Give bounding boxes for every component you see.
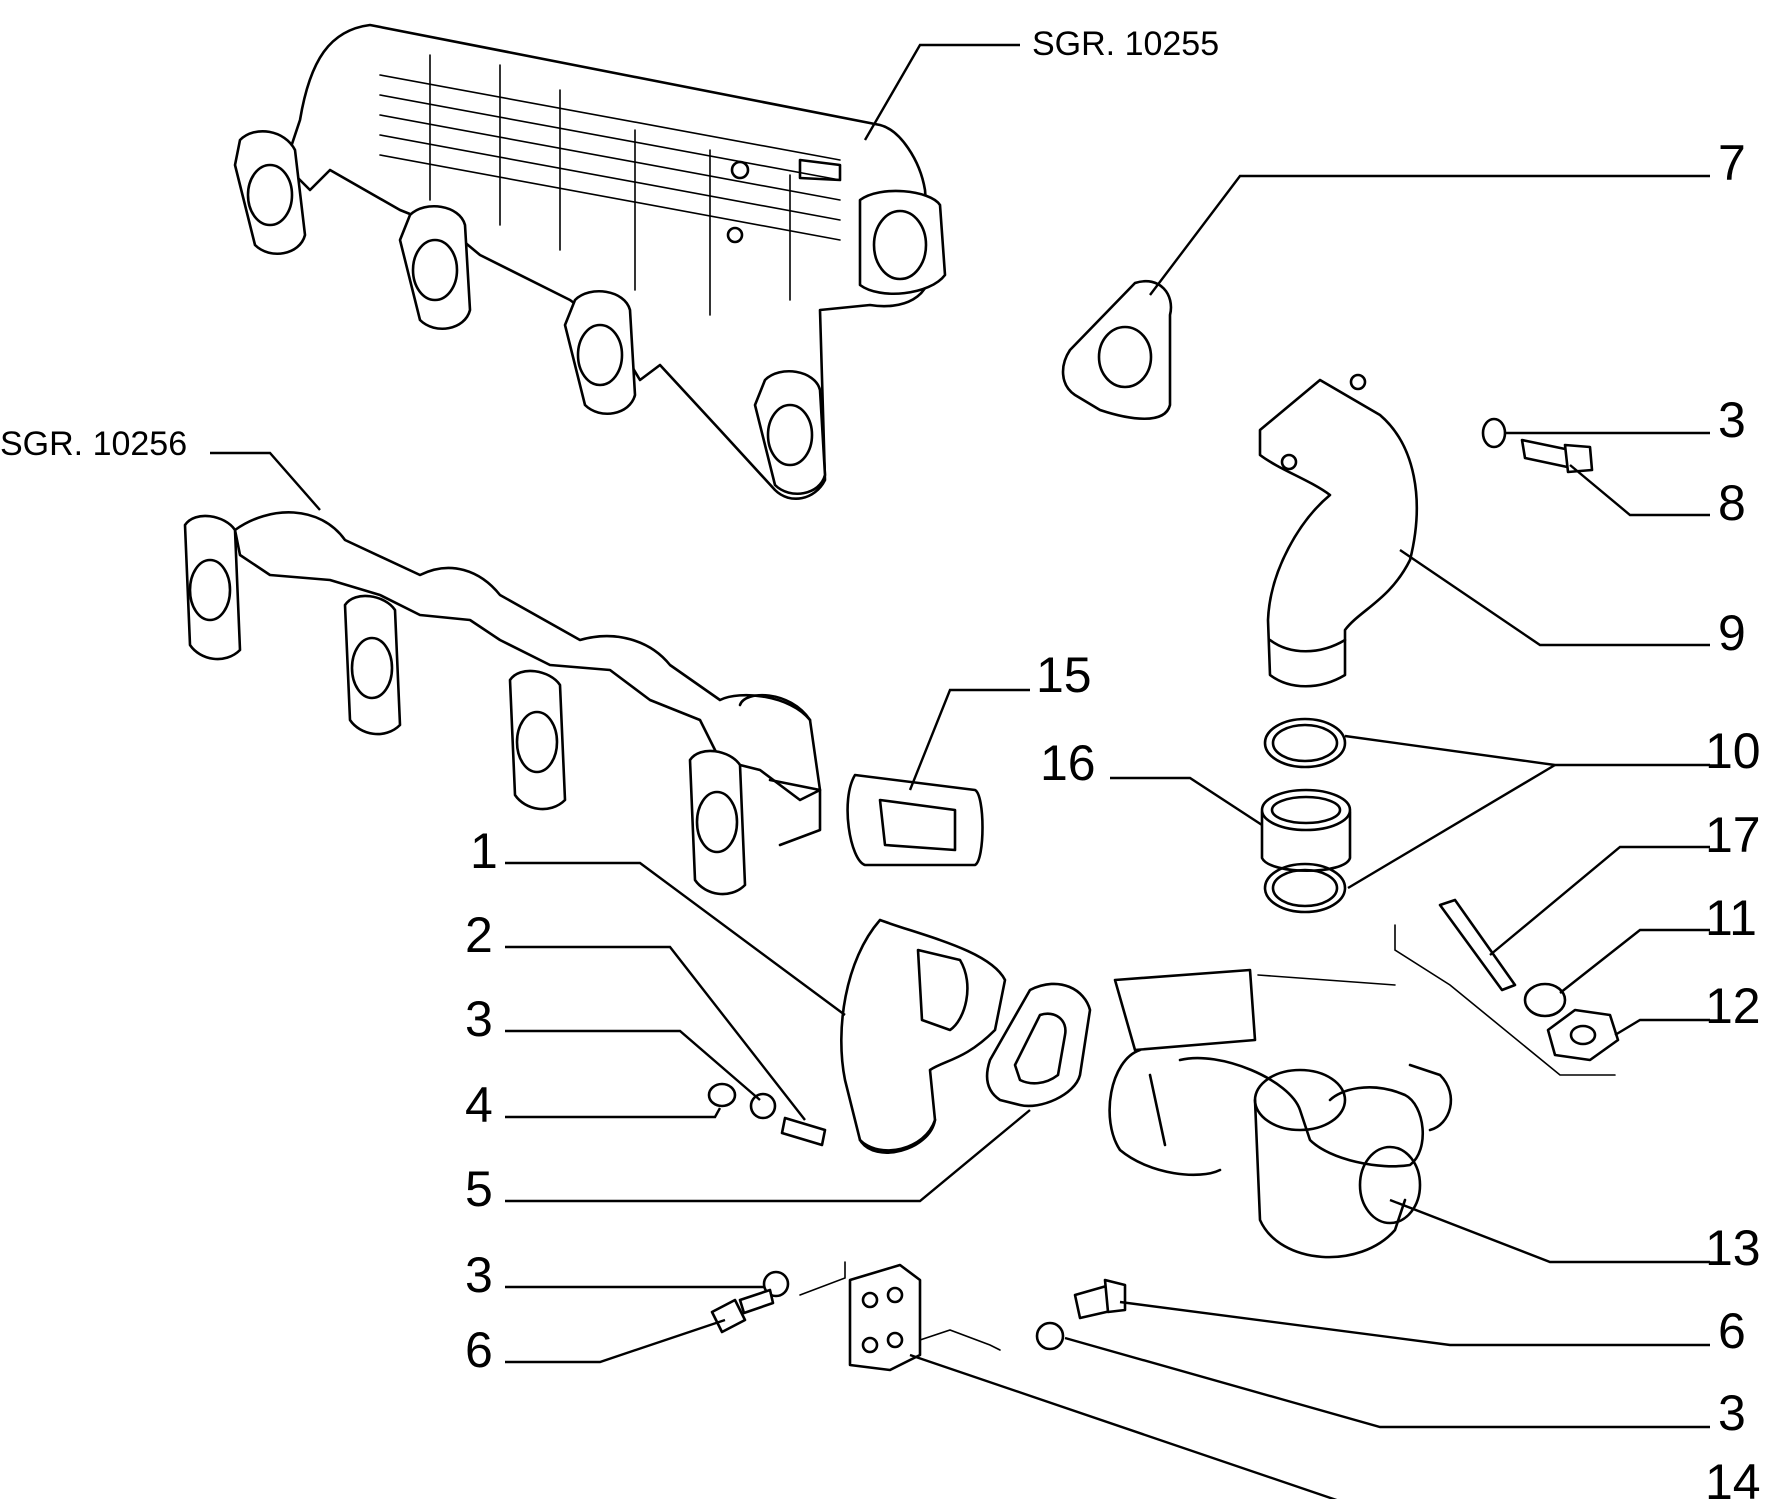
callout-labels: 7 3 8 9 10 17 11 12 13 6 3 14 15 16 1 2 … bbox=[465, 135, 1761, 1499]
part-7-gasket bbox=[1061, 280, 1173, 421]
part-4-nut bbox=[707, 1082, 737, 1108]
part-3-washer-lower-right bbox=[1035, 1321, 1065, 1351]
part-5-gasket bbox=[985, 982, 1092, 1108]
callout-13: 13 bbox=[1705, 1220, 1761, 1276]
callout-3: 3 bbox=[1718, 392, 1746, 448]
part-13-turbocharger bbox=[1108, 968, 1453, 1259]
ref-sgr-10255: SGR. 10255 bbox=[1032, 25, 1219, 63]
callout-3-lower-right: 3 bbox=[1718, 1385, 1746, 1441]
leader-lines bbox=[210, 43, 1710, 1499]
part-10-seal-ring-lower bbox=[1263, 862, 1347, 914]
part-11-lock-washer bbox=[1523, 982, 1567, 1018]
part-15-gasket bbox=[846, 773, 984, 867]
callout-14: 14 bbox=[1705, 1454, 1761, 1499]
part-10-seal-ring-upper bbox=[1263, 717, 1347, 769]
part-2-stud bbox=[780, 1116, 827, 1147]
callout-10: 10 bbox=[1705, 723, 1761, 779]
callout-12: 12 bbox=[1705, 978, 1761, 1034]
part-6-bolt-left bbox=[710, 1288, 775, 1334]
callout-8: 8 bbox=[1718, 475, 1746, 531]
upper-exhaust-manifold bbox=[233, 23, 947, 500]
lower-exhaust-manifold bbox=[183, 511, 822, 896]
part-9-elbow-pipe bbox=[1258, 373, 1419, 688]
part-14-bracket bbox=[848, 1263, 922, 1372]
callout-3-lower-left: 3 bbox=[465, 1247, 493, 1303]
callout-16: 16 bbox=[1040, 735, 1096, 791]
callout-4: 4 bbox=[465, 1077, 493, 1133]
callout-11: 11 bbox=[1705, 890, 1757, 946]
part-6-bolt-right bbox=[1073, 1278, 1127, 1320]
callout-7: 7 bbox=[1718, 135, 1746, 191]
reference-labels: SGR. 10255 SGR. 10256 bbox=[0, 25, 1219, 463]
callout-6-left: 6 bbox=[465, 1322, 493, 1378]
part-16-sleeve bbox=[1260, 788, 1352, 872]
part-1-elbow bbox=[840, 918, 1007, 1154]
part-17-stud bbox=[1438, 898, 1517, 992]
part-3-washer-left bbox=[749, 1092, 777, 1120]
callout-17: 17 bbox=[1705, 807, 1761, 863]
part-8-bolt bbox=[1520, 438, 1594, 474]
callout-6-right: 6 bbox=[1718, 1303, 1746, 1359]
part-12-nut bbox=[1546, 1008, 1620, 1062]
ref-sgr-10256: SGR. 10256 bbox=[0, 425, 187, 463]
callout-9: 9 bbox=[1718, 605, 1746, 661]
callout-1: 1 bbox=[470, 823, 498, 879]
part-3-washer-upper bbox=[1481, 417, 1507, 449]
callout-3-left: 3 bbox=[465, 991, 493, 1047]
callout-2: 2 bbox=[465, 907, 493, 963]
callout-15: 15 bbox=[1036, 647, 1092, 703]
callout-5: 5 bbox=[465, 1161, 493, 1217]
